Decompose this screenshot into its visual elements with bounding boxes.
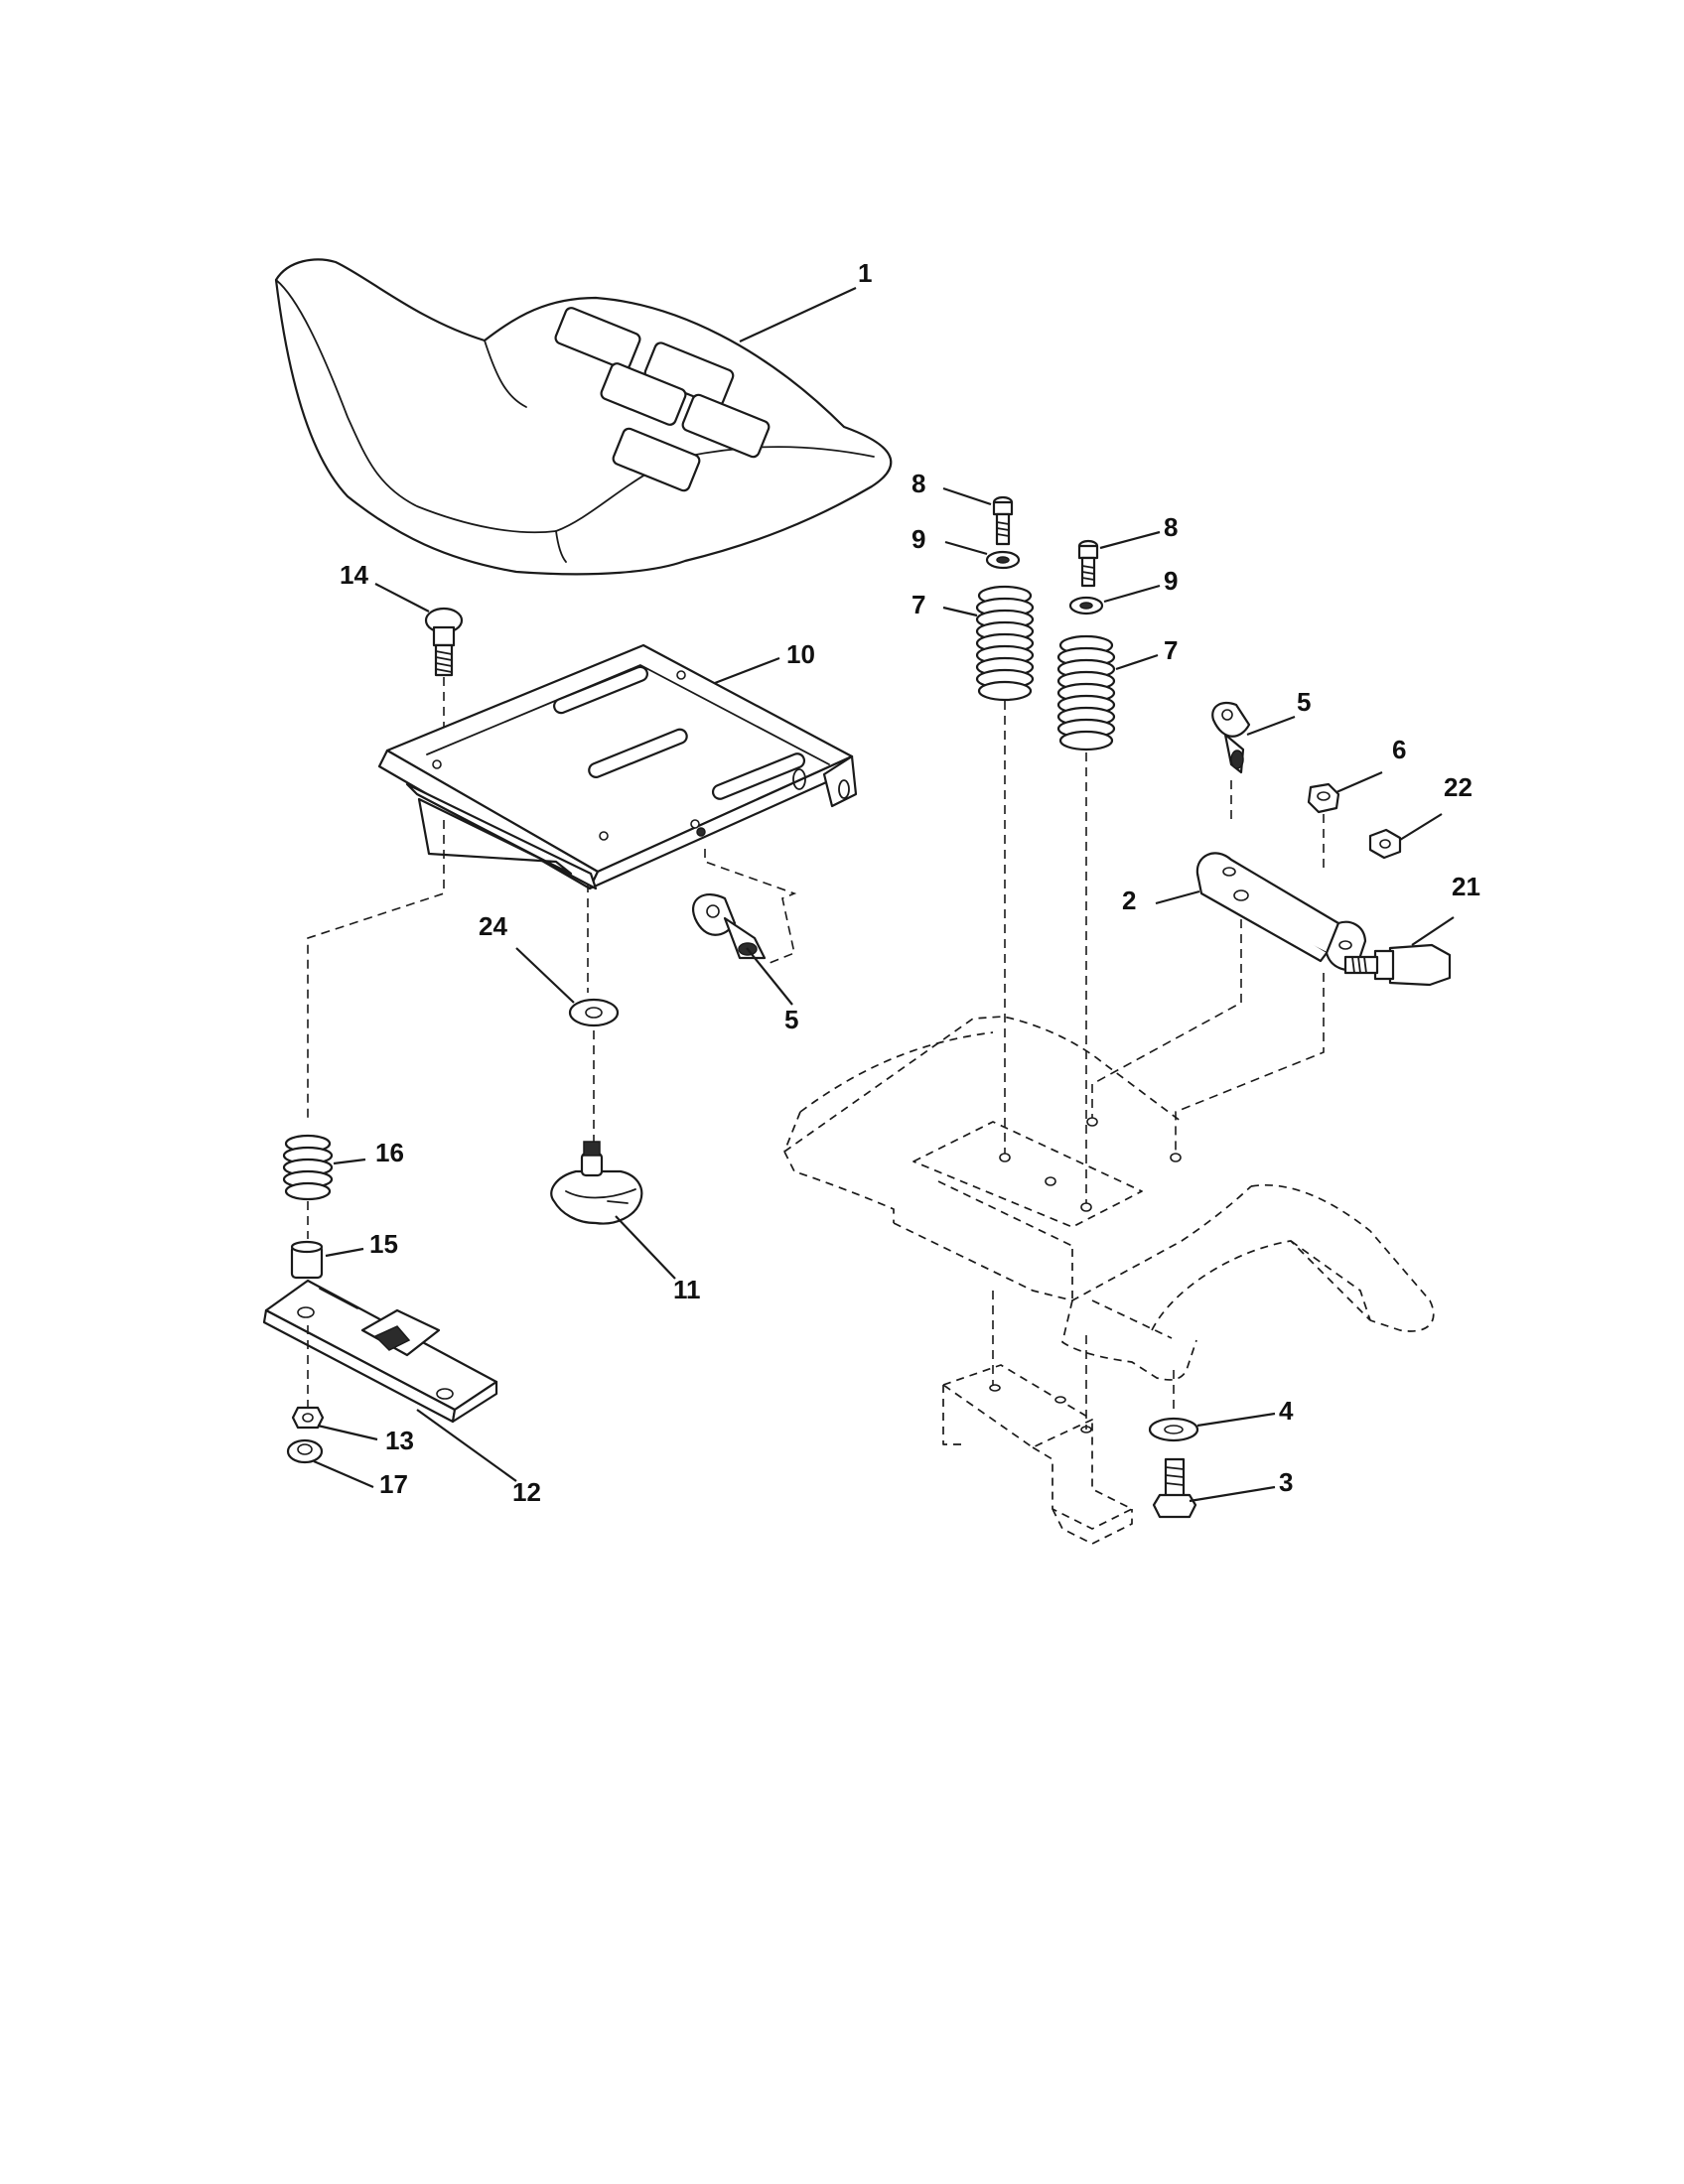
seat-pan-part-10 (377, 643, 858, 890)
leader-1 (739, 287, 857, 342)
dashline-pan-clip (704, 849, 797, 964)
callout-4: 4 (1279, 1396, 1294, 1426)
leader-8-right (1099, 530, 1161, 550)
leader-11 (615, 1215, 676, 1280)
leader-10 (714, 656, 780, 685)
leader-21 (1411, 916, 1455, 946)
callout-6: 6 (1392, 735, 1407, 764)
dashline-bracket-left (1091, 919, 1242, 1122)
clip-part-5-left (692, 893, 767, 960)
callout-13: 13 (385, 1426, 414, 1455)
leader-5-right (1246, 715, 1296, 737)
leader-16 (333, 1158, 366, 1165)
callout-15: 15 (369, 1229, 398, 1259)
leader-6 (1335, 770, 1383, 794)
callout-12: 12 (512, 1477, 541, 1507)
flat-washer-part-4 (1148, 1417, 1199, 1442)
callout-2: 2 (1122, 886, 1137, 915)
carriage-bolt-part-14 (424, 607, 464, 677)
spring-part-16 (282, 1134, 334, 1201)
support-plate-part-12 (262, 1279, 498, 1424)
washer-part-9-left (985, 550, 1021, 570)
callout-11: 11 (673, 1275, 701, 1304)
lock-nut-part-17 (286, 1438, 324, 1464)
leader-9-left (944, 540, 988, 556)
callout-24: 24 (479, 911, 507, 941)
callout-1: 1 (858, 258, 873, 288)
leader-17 (313, 1459, 374, 1489)
tractor-frame-ghost (783, 1016, 1435, 1381)
leader-8-left (942, 486, 992, 506)
callout-5-right: 5 (1297, 687, 1312, 717)
callout-16: 16 (375, 1138, 404, 1167)
callout-21: 21 (1452, 872, 1480, 901)
callout-9-left: 9 (912, 524, 926, 554)
callout-9-right: 9 (1164, 566, 1179, 596)
leader-14 (374, 583, 430, 613)
callout-7-right: 7 (1164, 635, 1179, 665)
leader-2 (1155, 889, 1200, 905)
hex-nut-part-22 (1368, 828, 1402, 860)
spacer-part-15 (290, 1240, 324, 1280)
leader-12 (416, 1409, 517, 1482)
callout-8-right: 8 (1164, 512, 1179, 542)
callout-5-left: 5 (784, 1005, 799, 1034)
hex-bolt-part-3 (1152, 1457, 1197, 1519)
spring-part-7-right (1056, 634, 1116, 751)
dashline-pan-left (307, 820, 445, 1122)
leader-13 (317, 1424, 378, 1441)
callout-8-left: 8 (912, 469, 926, 498)
leader-5-left (746, 947, 793, 1006)
callout-10: 10 (786, 639, 815, 669)
knob-part-11 (550, 1141, 643, 1225)
callout-22: 22 (1444, 772, 1473, 802)
leader-9-right (1103, 584, 1161, 604)
callout-14: 14 (340, 560, 368, 590)
callout-17: 17 (379, 1469, 408, 1499)
shoulder-bolt-part-21 (1343, 943, 1452, 987)
seat-pan-slots (553, 665, 806, 800)
bracket-part-2 (1195, 852, 1367, 971)
callout-7-left: 7 (912, 590, 926, 619)
callout-3: 3 (1279, 1467, 1294, 1497)
clip-part-5-right (1211, 701, 1251, 774)
leader-7-right (1115, 653, 1159, 671)
hex-nut-part-13 (291, 1406, 325, 1430)
bolt-part-8-right (1077, 539, 1099, 588)
flat-washer-part-24 (568, 998, 620, 1027)
leader-22 (1399, 813, 1443, 841)
leader-3 (1189, 1485, 1276, 1503)
dashline-bracket-right (1175, 973, 1325, 1157)
seat-cushion-pads (554, 307, 771, 492)
leader-15 (325, 1247, 364, 1258)
seat-part-1 (274, 258, 893, 576)
leader-24 (515, 947, 575, 1004)
bolt-part-8-left (992, 495, 1014, 546)
leader-7-left (942, 606, 978, 617)
washer-part-9-right (1068, 596, 1104, 615)
frame-mount-ghost (942, 1364, 1133, 1545)
leader-4 (1196, 1412, 1276, 1428)
spring-part-7-left (975, 585, 1035, 702)
lock-nut-part-6 (1307, 782, 1340, 814)
